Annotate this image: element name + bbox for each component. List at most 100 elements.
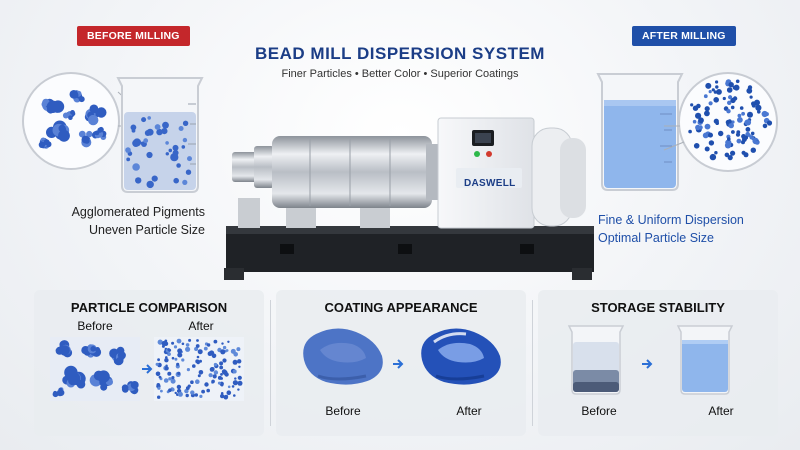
fine-particle bbox=[749, 95, 753, 99]
agglomerate-particle bbox=[56, 389, 64, 397]
fine-particle bbox=[234, 377, 237, 380]
fine-particle bbox=[737, 117, 743, 123]
agglomerate-particle bbox=[121, 384, 129, 391]
fine-particle bbox=[220, 349, 226, 355]
fine-particle bbox=[715, 85, 719, 89]
fine-particle bbox=[220, 373, 223, 376]
fine-particle bbox=[722, 96, 726, 101]
fine-particle bbox=[708, 140, 715, 146]
fine-particle bbox=[704, 146, 710, 152]
fine-particle bbox=[168, 388, 172, 392]
fine-particle bbox=[220, 383, 224, 387]
fine-particle bbox=[165, 356, 168, 359]
fine-particle bbox=[733, 84, 740, 91]
fine-particle bbox=[206, 343, 211, 347]
fine-particle bbox=[766, 120, 773, 126]
panel-divider-1 bbox=[270, 300, 271, 426]
right-caption: Fine & Uniform Dispersion Optimal Partic… bbox=[598, 211, 778, 247]
fine-particle bbox=[237, 375, 242, 380]
agglomerate-particle bbox=[72, 92, 79, 99]
fine-particle bbox=[708, 90, 712, 94]
before-milling-badge: BEFORE MILLING bbox=[77, 26, 190, 46]
fine-particle bbox=[751, 101, 756, 107]
fine-particle bbox=[236, 347, 241, 352]
fine-particle bbox=[709, 153, 717, 161]
agglomerate-particle bbox=[78, 130, 86, 138]
fine-particle bbox=[737, 113, 742, 118]
coating-panel-title: COATING APPEARANCE bbox=[324, 300, 478, 315]
fine-particle bbox=[185, 346, 191, 352]
fine-particle bbox=[167, 371, 172, 376]
fine-particle bbox=[728, 122, 734, 129]
fine-particle bbox=[197, 349, 203, 355]
fine-particle bbox=[194, 347, 199, 351]
pigment-particle bbox=[173, 177, 179, 184]
pigment-particle bbox=[133, 138, 142, 147]
fine-particle bbox=[217, 381, 221, 385]
pigment-particle bbox=[187, 156, 192, 162]
pigment-particle bbox=[156, 128, 163, 136]
agglomerate-particle bbox=[95, 347, 100, 352]
agglomerate-particle bbox=[89, 104, 99, 114]
fine-particle bbox=[209, 367, 215, 372]
beaker-before-icon bbox=[116, 77, 204, 193]
agglomerate-magnifier-icon bbox=[22, 72, 120, 170]
fine-particle bbox=[196, 355, 200, 359]
fine-particle bbox=[715, 121, 719, 125]
fine-particle bbox=[220, 394, 225, 399]
particle-after-label: After bbox=[188, 319, 214, 333]
coating-before-label: Before bbox=[325, 404, 361, 418]
fine-particle bbox=[167, 348, 171, 351]
pigment-particle bbox=[146, 180, 154, 189]
agglomerate-particle bbox=[64, 365, 78, 380]
agglomerate-particle bbox=[97, 127, 103, 133]
fine-particle bbox=[727, 119, 732, 124]
fine-particle bbox=[161, 341, 167, 346]
pigment-particle bbox=[130, 124, 137, 131]
fine-particle bbox=[232, 369, 237, 374]
pigment-particle bbox=[165, 141, 169, 145]
fine-particle bbox=[164, 358, 169, 363]
fine-particle bbox=[233, 394, 236, 397]
fine-particle bbox=[163, 378, 169, 383]
agglomerate-particle bbox=[43, 139, 50, 146]
pigment-particle bbox=[141, 117, 147, 123]
fine-particle bbox=[745, 127, 751, 132]
fine-particle bbox=[213, 370, 219, 375]
fine-particle bbox=[164, 366, 169, 371]
pigment-particle bbox=[172, 149, 179, 156]
fine-particle bbox=[728, 95, 733, 100]
fine-particle bbox=[194, 393, 198, 397]
fine-particle bbox=[714, 151, 718, 155]
fine-particle bbox=[730, 97, 736, 104]
fine-particle bbox=[157, 386, 161, 390]
fine-particle bbox=[212, 374, 217, 379]
fine-particle bbox=[220, 377, 223, 380]
fine-particle bbox=[741, 150, 746, 155]
fine-particle bbox=[735, 79, 740, 84]
fine-particle bbox=[167, 352, 171, 356]
fine-particle bbox=[755, 140, 760, 145]
fine-particle bbox=[219, 361, 224, 366]
fine-particle bbox=[177, 348, 183, 354]
pigment-particle bbox=[131, 128, 136, 133]
pigment-particle bbox=[125, 147, 131, 153]
arrow-right-icon bbox=[393, 359, 404, 369]
agglomerate-particle bbox=[38, 141, 46, 148]
pigment-particle bbox=[144, 130, 151, 136]
fine-particle bbox=[197, 374, 201, 378]
pigment-particle bbox=[172, 144, 179, 151]
fine-particle bbox=[715, 80, 719, 84]
fine-particle bbox=[196, 339, 199, 342]
fine-particle bbox=[209, 350, 215, 356]
fine-particle bbox=[219, 365, 224, 370]
fine-particle bbox=[238, 365, 241, 368]
fine-particle bbox=[755, 104, 762, 111]
fine-particle bbox=[711, 88, 715, 92]
pigment-particle bbox=[135, 177, 142, 184]
fine-particle bbox=[736, 138, 742, 144]
pigment-particle bbox=[168, 148, 173, 153]
fine-particle bbox=[724, 142, 732, 149]
fine-particle bbox=[157, 358, 160, 362]
fine-particle bbox=[708, 132, 713, 138]
